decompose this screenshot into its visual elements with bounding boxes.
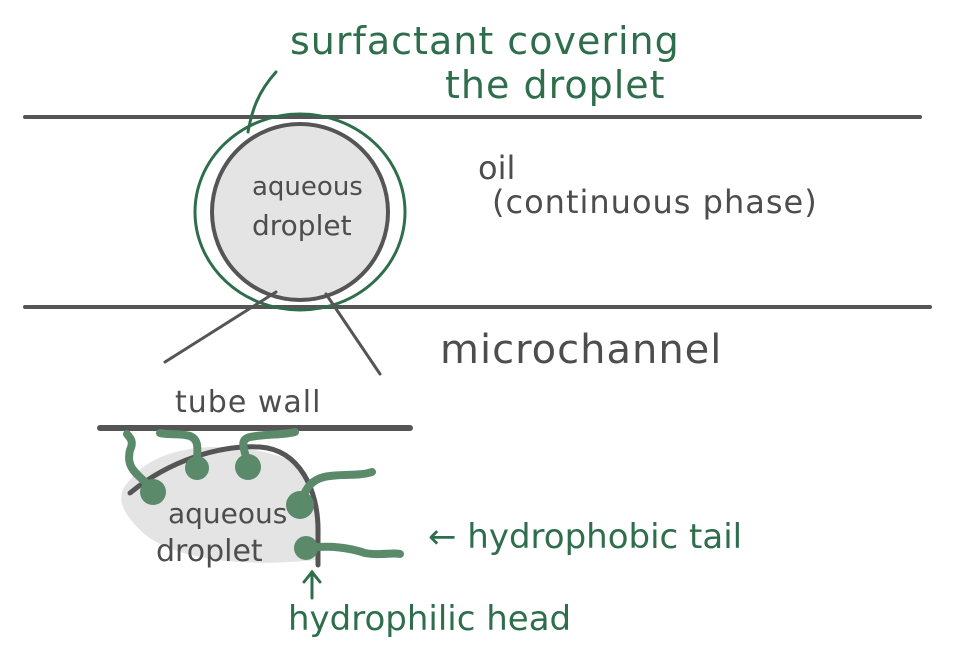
head [294, 536, 318, 560]
tail [306, 542, 404, 559]
oil-label: oil [478, 149, 516, 187]
surfactant-label-line2: the droplet [445, 63, 666, 107]
tail [156, 429, 202, 469]
hydrophilic-head-arrow [302, 569, 322, 600]
bottom-droplet-label-line2: droplet [156, 534, 263, 569]
hydrophilic-heads [140, 454, 318, 560]
top-droplet-label-line1: aqueous [252, 172, 363, 202]
tail [123, 430, 157, 494]
droplet-interface-line [127, 444, 321, 568]
tail [239, 428, 299, 469]
top-droplet-label-line2: droplet [252, 209, 352, 242]
top-aqueous-droplet [210, 122, 390, 302]
surfactant-leader-line [246, 70, 278, 134]
surfactant-layer-ring [193, 112, 407, 312]
hydrophilic-head-label: hydrophilic head [288, 599, 572, 639]
bottom-droplet-label-line1: aqueous [168, 497, 288, 530]
continuous-phase-label: (continuous phase) [492, 183, 818, 221]
hydrophobic-tail-label: ← hydrophobic tail [428, 517, 743, 557]
tube-wall-label: tube wall [175, 385, 322, 420]
zoom-line-left [163, 290, 278, 364]
head [235, 454, 261, 480]
head [140, 479, 166, 505]
bottom-aqueous-droplet [121, 446, 321, 563]
head [286, 491, 314, 519]
surfactant-label-line1: surfactant covering [290, 19, 680, 63]
zoom-line-right [324, 292, 382, 376]
head [185, 456, 209, 480]
microchannel-label: microchannel [440, 327, 723, 373]
